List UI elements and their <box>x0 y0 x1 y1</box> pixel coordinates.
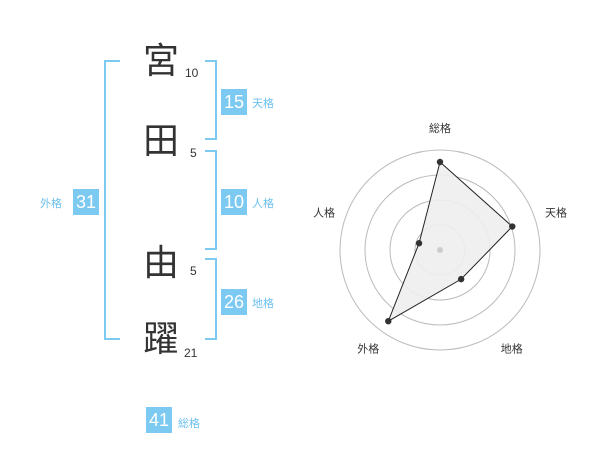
name-char-4: 躍 <box>143 319 180 360</box>
soukaku-label: 総格 <box>178 417 200 430</box>
tenkaku-badge: 15 <box>221 89 247 115</box>
chikaku-label: 地格 <box>252 297 274 310</box>
radar-point <box>509 223 516 230</box>
radar-axis-label: 総格 <box>429 121 451 135</box>
radar-axis-label: 人格 <box>313 205 335 219</box>
radar-point <box>385 317 392 325</box>
chikaku-badge: 26 <box>221 289 247 315</box>
soukaku-badge: 41 <box>146 407 172 433</box>
gaikaku-bracket <box>104 60 120 340</box>
name-char-1-strokes: 10 <box>185 66 199 80</box>
radar-axis-label: 外格 <box>357 342 379 356</box>
jinkaku-bracket <box>205 150 217 250</box>
tenkaku-bracket <box>205 60 217 140</box>
name-char-4-strokes: 21 <box>184 346 198 360</box>
chikaku-bracket <box>205 258 217 340</box>
name-char-3: 由 <box>143 243 180 284</box>
name-char-3-strokes: 5 <box>190 264 197 278</box>
jinkaku-label: 人格 <box>252 197 274 210</box>
radar-point <box>457 275 465 283</box>
radar-center <box>437 247 443 253</box>
name-char-2: 田 <box>143 121 180 162</box>
radar-point <box>436 158 444 166</box>
radar-ring <box>339 149 541 351</box>
tenkaku-label: 天格 <box>252 97 274 110</box>
radar-area <box>387 161 514 323</box>
radar-axis-label: 天格 <box>545 205 567 219</box>
gaikaku-label: 外格 <box>40 197 62 210</box>
radar-axis-label: 地格 <box>501 342 523 356</box>
jinkaku-badge: 10 <box>221 189 247 215</box>
radar-point <box>415 240 423 247</box>
name-char-2-strokes: 5 <box>190 146 197 160</box>
gaikaku-badge: 31 <box>73 189 99 215</box>
name-char-1: 宮 <box>143 41 180 82</box>
